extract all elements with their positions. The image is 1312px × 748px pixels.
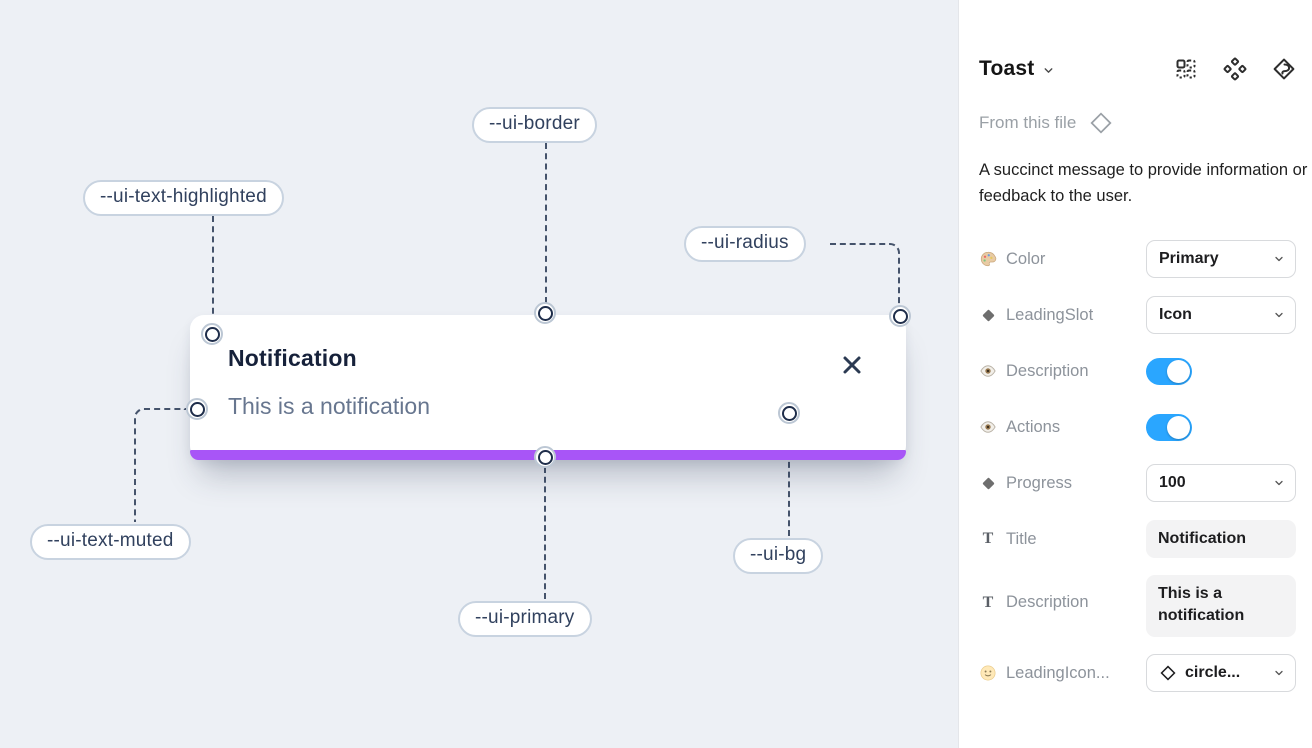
source-row: From this file [979,110,1296,136]
anchor-text-highlighted[interactable] [201,323,223,345]
color-dropdown[interactable]: Primary [1146,240,1296,279]
prop-label-actions: Actions [979,418,1146,437]
prop-label-progress: Progress [979,474,1146,493]
prop-label-text: Description [1006,593,1089,612]
var-label-border[interactable]: --ui-border [472,107,597,143]
text-icon: T [982,593,994,611]
chevron-down-icon [1275,480,1283,486]
description-toggle[interactable] [1146,357,1192,385]
connector-border [545,143,547,303]
connector-bg [788,423,790,536]
chevron-down-icon [1275,312,1283,318]
prop-label-text: LeadingSlot [1006,305,1094,324]
connector-radius [830,243,900,305]
prop-row-description-field: T Description This is a notification [979,575,1296,638]
anchor-primary[interactable] [534,446,556,468]
prop-label-description-field: T Description [979,593,1146,612]
component-description: A succinct message to provide informatio… [979,161,1308,205]
prop-label-text: Title [1006,529,1037,548]
component-diamonds-icon[interactable] [1223,57,1247,81]
var-label-text-muted[interactable]: --ui-text-muted [30,524,191,560]
text-icon: T [982,530,994,548]
chevron-down-icon [1275,670,1283,676]
chevron-down-icon [1275,256,1283,262]
var-label-radius[interactable]: --ui-radius [684,226,806,262]
smiley-icon [979,664,997,682]
leading-slot-value: Icon [1159,306,1192,324]
toast-preview[interactable]: Notification This is a notification [190,315,906,460]
prop-label-text: Progress [1006,473,1073,492]
anchor-text-muted[interactable] [186,398,208,420]
description-input[interactable]: This is a notification [1146,575,1296,638]
progress-value: 100 [1159,474,1186,492]
anchor-bg[interactable] [778,402,800,424]
diamond-icon [979,306,997,324]
chevron-down-icon[interactable] [1042,64,1055,77]
leading-icon-value: circle... [1185,664,1241,682]
file-diamond-icon [1090,112,1112,134]
prop-label-text: Color [1006,249,1046,268]
anchor-radius[interactable] [889,305,911,327]
progress-dropdown[interactable]: 100 [1146,464,1296,503]
var-label-bg[interactable]: --ui-bg [733,538,824,574]
properties-panel: Toast [958,0,1312,748]
color-value: Primary [1159,250,1219,268]
instance-grid-icon[interactable] [1174,57,1198,81]
leading-slot-dropdown[interactable]: Icon [1146,296,1296,335]
prop-label-leading-icon: LeadingIcon... [979,664,1146,683]
actions-toggle[interactable] [1146,413,1192,441]
connector-text-muted [134,408,186,522]
component-name[interactable]: Toast [979,57,1035,80]
prop-label-description: Description [979,362,1146,381]
prop-label-text: LeadingIcon... [1006,663,1110,682]
var-label-text-highlighted[interactable]: --ui-text-highlighted [83,180,284,216]
eye-icon [979,418,997,436]
prop-row-leading-icon: LeadingIcon... circle... [979,653,1296,693]
prop-row-description-toggle: Description [979,351,1296,391]
title-input[interactable]: Notification [1146,520,1296,559]
prop-row-title: T Title Notification [979,519,1296,559]
diamond-outline-icon [1159,664,1177,682]
var-label-primary[interactable]: --ui-primary [458,601,592,637]
prop-row-color: Color Primary [979,239,1296,279]
prop-label-text: Description [1006,361,1089,380]
connector-primary [544,467,546,599]
eye-icon [979,362,997,380]
palette-icon [979,250,997,268]
toast-description: This is a notification [228,393,430,419]
prop-label-leading-slot: LeadingSlot [979,306,1146,325]
prop-label-text: Actions [1006,417,1061,436]
toast-title: Notification [228,345,357,371]
leading-icon-dropdown[interactable]: circle... [1146,654,1296,693]
close-icon[interactable] [840,353,864,377]
source-label: From this file [979,113,1077,132]
connector-text-highlighted [212,216,214,324]
prop-row-leading-slot: LeadingSlot Icon [979,295,1296,335]
panel-header: Toast [979,54,1296,84]
prop-label-title: T Title [979,530,1146,549]
property-list: Color Primary LeadingSlot [979,239,1296,693]
anchor-border[interactable] [534,302,556,324]
brand-icon[interactable] [1272,57,1296,81]
prop-label-color: Color [979,250,1146,269]
prop-row-actions-toggle: Actions [979,407,1296,447]
canvas[interactable]: Notification This is a notification --ui… [0,0,958,748]
diamond-icon [979,474,997,492]
prop-row-progress: Progress 100 [979,463,1296,503]
